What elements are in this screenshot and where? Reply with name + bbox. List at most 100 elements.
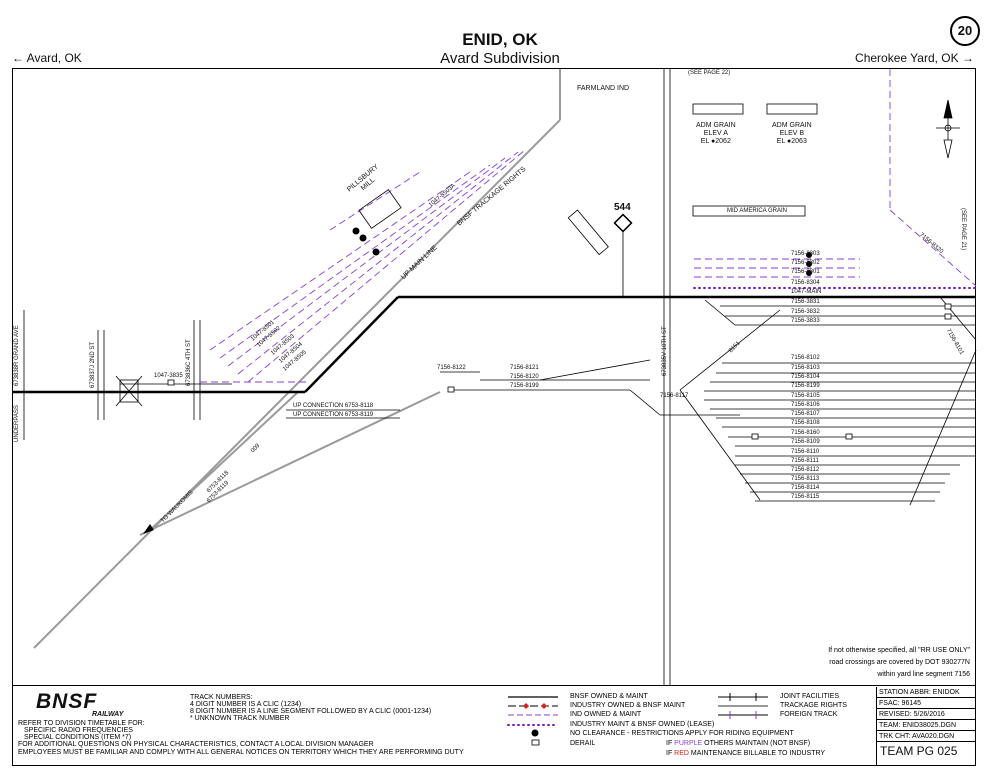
legend-symbols [507, 693, 768, 726]
station-abbr: STATION ABBR: ENIDOK [876, 687, 976, 698]
adm-elevator-b-building [766, 103, 818, 115]
right-arrow-icon: → [962, 51, 974, 65]
yard-track-label: 7156-8108 [791, 420, 820, 426]
legend-item: INDUSTRY MAINT & BNSF OWNED (LEASE) [570, 721, 715, 728]
tenth-st-label: 673835V 10TH ST [662, 326, 668, 376]
team-page: TEAM PG 025 [880, 744, 958, 758]
derail-marker [447, 386, 455, 393]
pillsbury-purple-tracks [200, 149, 526, 383]
track-label: 7156-8121 [510, 365, 539, 371]
see-page-21-label: (SEE PAGE 21) [960, 208, 966, 251]
map-frame [12, 68, 976, 686]
no-clearance-marker [806, 261, 812, 267]
revised-date: REVISED: 5/26/2016 [876, 709, 976, 720]
no-clearance-marker [806, 252, 812, 258]
mid-america-building [692, 205, 806, 217]
up-main-line [33, 69, 561, 649]
info-panel [876, 687, 976, 766]
fsac: FSAC: 96145 [876, 698, 976, 709]
left-arrow-icon: ← [12, 51, 24, 65]
bnsf-logo: BNSF [36, 690, 98, 713]
legend-item: DERAIL [570, 740, 596, 747]
milepost-marker [613, 213, 633, 297]
left-tracks [120, 359, 740, 419]
yard-track-label: 7156-8115 [791, 494, 820, 500]
yard-track-label: 7156-8109 [791, 439, 820, 445]
no-clearance-marker [372, 248, 380, 256]
no-clearance-marker [359, 234, 367, 242]
derail-marker [944, 303, 952, 310]
grand-ave-label: 673838R GRAND AVE [14, 325, 20, 386]
track-label: 7156-8302 [791, 260, 820, 266]
elevator-purple-tracks [694, 69, 977, 287]
yard-track-label: 7156-8110 [791, 449, 820, 455]
street-crossings [23, 310, 201, 440]
yard-track-label: 7156-8113 [791, 476, 820, 482]
yard-upper-tracks [704, 296, 977, 341]
derail-marker [845, 433, 853, 440]
left-direction-label: Avard, OK [26, 51, 82, 65]
footer-instructions: FOR ADDITIONAL QUESTIONS ON PHYSICAL CHA… [18, 741, 464, 756]
yard-track-label: 7156-8106 [791, 402, 820, 408]
track-label: 1047-3835 [154, 373, 183, 379]
team-file: TEAM: ENID38025.DGN [876, 720, 976, 731]
red-maintain-note: IF RED MAINTENANCE BILLABLE TO INDUSTRY [666, 750, 826, 757]
track-label: 7156-8301 [791, 269, 820, 275]
track-label: UP CONNECTION 6753-8119 [293, 412, 374, 418]
track-label: 7156-8304 [791, 280, 820, 286]
yard-fan-tracks [679, 309, 977, 506]
page-subtitle: Avard Subdivision [440, 50, 560, 67]
bnsf-main-line [12, 295, 976, 394]
yard-track-label: 7156-8111 [791, 458, 819, 464]
yard-track-label: 7156-8107 [791, 411, 820, 417]
legend-item: FOREIGN TRACK [780, 711, 838, 718]
right-direction: Cherokee Yard, OK → [855, 51, 974, 65]
no-clearance-legend-icon [531, 729, 539, 737]
track-label: 7156-3831 [791, 299, 820, 305]
north-arrow-icon [936, 99, 960, 159]
track-label: 7156-8199 [510, 383, 539, 389]
yard-track-label: 7156-8102 [791, 355, 820, 361]
no-clearance-marker [352, 227, 360, 235]
yard-track-label: 7156-8103 [791, 365, 820, 371]
track-label: 7156-8120 [510, 374, 539, 380]
tenth-street-road [663, 69, 671, 686]
legend-item: INDUSTRY OWNED & BNSF MAINT [570, 702, 686, 709]
refer-timetable-note: REFER TO DIVISION TIMETABLE FOR: SPECIFI… [18, 720, 145, 741]
page-number-badge: 20 [950, 16, 980, 46]
track-label: 7156-3833 [791, 318, 820, 324]
mid-america-label: MID AMERICA GRAIN [727, 208, 788, 214]
legend-item: JOINT FACILITIES [780, 693, 839, 700]
crossing-note: If not otherwise specified, all "RR USE … [828, 647, 970, 678]
fourth-st-label: 673836C 4TH ST [186, 339, 192, 386]
railway-logo-text: RAILWAY [92, 711, 124, 718]
purple-maintain-note: IF PURPLE OTHERS MAINTAIN (NOT BNSF) [666, 740, 811, 747]
see-page-22-label: (SEE PAGE 22) [688, 70, 731, 76]
yard-track-label: 7156-8160 [791, 430, 820, 436]
legend-item: IND OWNED & MAINT [570, 711, 642, 718]
derail-marker [751, 433, 759, 440]
track-label: 7156-3832 [791, 309, 820, 315]
track-label: 1047-MAIN [791, 289, 822, 295]
yard-track-label: 7156-8104 [791, 374, 820, 380]
underpass-label: UNDERPASS [14, 405, 20, 442]
farmland-label: FARMLAND IND [577, 85, 630, 92]
legend-item: BNSF OWNED & MAINT [570, 693, 648, 700]
yard-track-label: 7156-8199 [791, 383, 820, 389]
left-direction: ← Avard, OK [12, 51, 82, 65]
to-waukomis-arrow-icon [143, 524, 154, 534]
track-label: 7156-8303 [791, 251, 820, 257]
right-direction-label: Cherokee Yard, OK [855, 51, 959, 65]
legend-item: NO CLEARANCE - RESTRICTIONS APPLY FOR RI… [570, 730, 794, 737]
track-numbers-legend: TRACK NUMBERS: 4 DIGIT NUMBER IS A CLIC … [190, 694, 432, 722]
no-clearance-marker [806, 270, 812, 276]
adm-elevator-a-building [692, 103, 744, 115]
track-label: 7156-8122 [437, 365, 466, 371]
legend-item: TRACKAGE RIGHTS [780, 702, 847, 709]
yard-track-label: 7156-8114 [791, 485, 820, 491]
track-chart-file: TRK CHT: AVA020.DGN [876, 731, 976, 742]
derail-legend-icon [531, 739, 540, 746]
